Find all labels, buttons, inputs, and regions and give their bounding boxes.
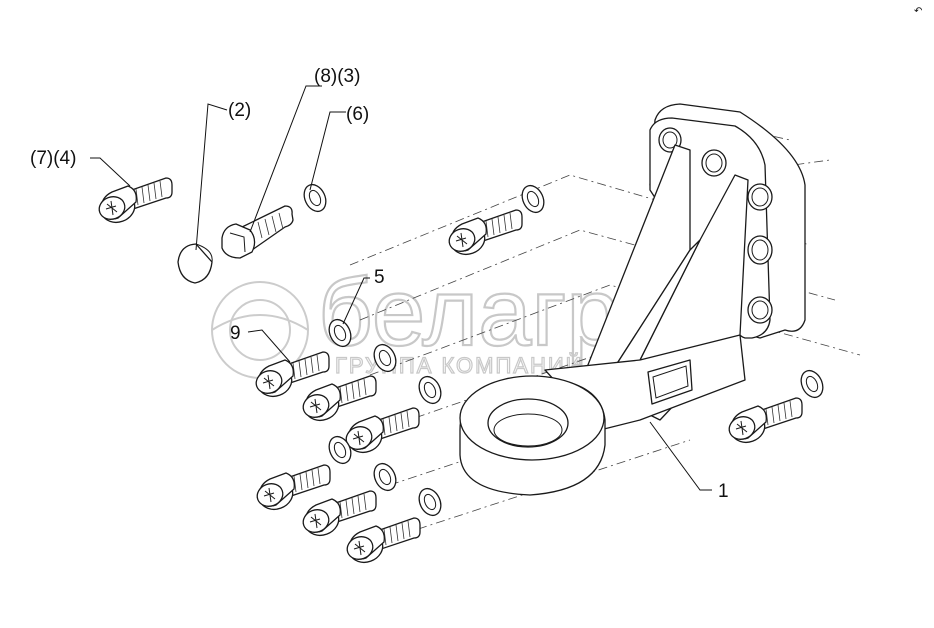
cap-bolt-c xyxy=(342,407,420,458)
cap-bolt-f xyxy=(343,517,421,568)
label-part-8-3: (8)(3) xyxy=(314,66,360,87)
washer-f xyxy=(414,484,446,520)
flange-bolt-upper xyxy=(445,209,523,260)
dome-cap xyxy=(177,243,213,284)
leader-lines xyxy=(90,85,712,491)
label-part-9: 9 xyxy=(230,323,241,344)
washer-6 xyxy=(299,180,331,216)
flange-washer-upper xyxy=(517,181,549,217)
label-part-1: 1 xyxy=(718,481,729,502)
label-part-5: 5 xyxy=(374,267,385,288)
washer-c xyxy=(414,372,446,408)
corner-mark: ↶ xyxy=(914,6,922,17)
label-part-6: (6) xyxy=(346,104,369,125)
label-part-2: (2) xyxy=(228,100,251,121)
washer-e xyxy=(369,459,401,495)
flange-bolt-lower xyxy=(725,397,803,448)
hex-bolt xyxy=(221,205,294,259)
flange-washer-lower xyxy=(796,366,828,402)
label-part-7-4: (7)(4) xyxy=(30,148,76,169)
cap-bolt-7-4 xyxy=(95,177,173,228)
towing-bracket xyxy=(459,103,806,496)
cap-bolt-b xyxy=(299,375,377,426)
